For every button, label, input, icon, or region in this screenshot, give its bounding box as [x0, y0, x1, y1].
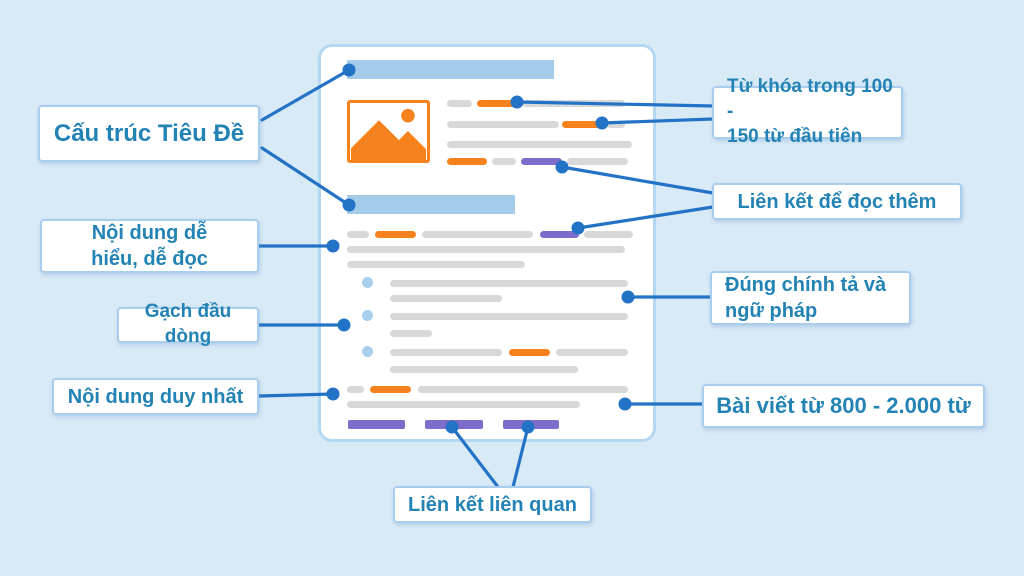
bullet-icon [362, 346, 373, 357]
keyword-highlight [370, 386, 411, 393]
related-link-block [503, 420, 559, 429]
keyword-highlight [477, 100, 517, 107]
label-article-length: Bài viết từ 800 - 2.000 từ [702, 384, 985, 428]
keyword-highlight [447, 158, 487, 165]
label-spelling-grammar: Đúng chính tả và ngữ pháp [710, 271, 911, 325]
heading-bar [347, 60, 554, 79]
article-mockup [318, 44, 656, 442]
text-line [390, 295, 502, 302]
text-line [347, 261, 525, 268]
link-highlight [540, 231, 579, 238]
label-related-links: Liên kết liên quan [393, 486, 592, 523]
text-line [390, 313, 628, 320]
text-line [347, 231, 369, 238]
related-link-block [348, 420, 405, 429]
text-line [584, 231, 633, 238]
subheading-bar [347, 195, 515, 214]
link-highlight [521, 158, 562, 165]
label-keyword-first-words: Từ khóa trong 100 - 150 từ đầu tiên [712, 76, 903, 147]
text-line [447, 141, 632, 148]
bullet-icon [362, 277, 373, 288]
image-icon [350, 108, 427, 160]
text-line [390, 280, 628, 287]
text-line [347, 386, 364, 393]
image-placeholder [347, 100, 430, 163]
keyword-highlight [509, 349, 550, 356]
label-unique-content: Nội dung duy nhất [52, 378, 259, 415]
label-read-more-links: Liên kết để đọc thêm [712, 183, 962, 220]
text-line [422, 231, 533, 238]
keyword-highlight [562, 121, 602, 128]
text-line [418, 386, 628, 393]
related-link-block [425, 420, 483, 429]
text-line [347, 401, 580, 408]
text-line [567, 158, 628, 165]
text-line [522, 100, 625, 107]
text-line [556, 349, 628, 356]
keyword-highlight [375, 231, 416, 238]
text-line [607, 121, 625, 128]
text-line [492, 158, 516, 165]
text-line [347, 246, 625, 253]
text-line [390, 330, 432, 337]
text-line [390, 366, 578, 373]
text-line [447, 121, 559, 128]
bullet-icon [362, 310, 373, 321]
label-bullet-points: Gạch đầu dòng [117, 301, 259, 347]
label-readable-content: Nội dung dễ hiểu, dễ đọc [40, 219, 259, 273]
label-title-structure: Cấu trúc Tiêu Đề [38, 105, 260, 162]
text-line [390, 349, 502, 356]
text-line [447, 100, 472, 107]
